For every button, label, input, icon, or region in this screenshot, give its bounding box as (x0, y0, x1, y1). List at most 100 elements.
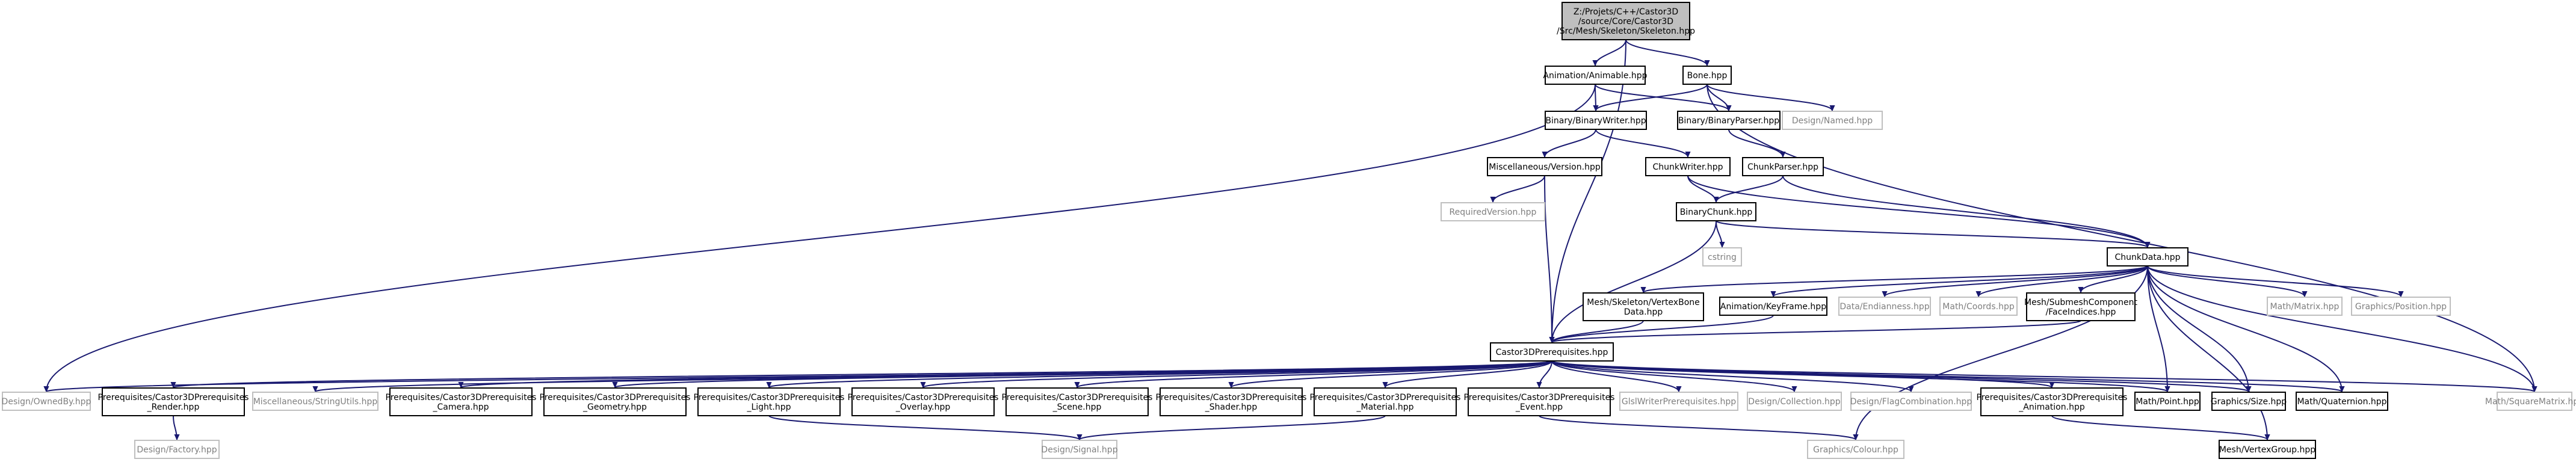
edge-line (1728, 129, 1783, 157)
node-label: /source/Core/Castor3D (1578, 17, 1673, 26)
edge-binwriter-to-version (1545, 129, 1596, 157)
node-binwriter[interactable]: Binary/BinaryWriter.hpp (1545, 111, 1647, 130)
edge-line (1551, 360, 1679, 392)
node-vertexgroup[interactable]: Mesh/VertexGroup.hpp (2219, 440, 2316, 459)
node-label: Graphics/Position.hpp (2355, 302, 2447, 312)
node-chunkdata[interactable]: ChunkData.hpp (2107, 247, 2188, 266)
node-box (1441, 202, 1545, 221)
node-endianness: Data/Endianness.hpp (1838, 297, 1931, 316)
node-quaternion[interactable]: Math/Quaternion.hpp (2296, 392, 2388, 411)
node-root[interactable]: Z:/Projets/C++/Castor3D/source/Core/Cast… (1557, 2, 1695, 40)
node-prereq[interactable]: Castor3DPrerequisites.hpp (1490, 342, 1614, 362)
node-label: _Light.hpp (746, 402, 791, 412)
node-box (1676, 202, 1756, 221)
node-label: _Shader.hpp (1205, 402, 1258, 412)
node-bone[interactable]: Bone.hpp (1682, 66, 1732, 85)
edge-line (2147, 265, 2249, 392)
node-label: Prerequisites/Castor3DPrerequisites (694, 393, 845, 402)
edge-line (1773, 265, 2148, 297)
node-version[interactable]: Miscellaneous/Version.hpp (1487, 157, 1602, 176)
edge-line (1539, 360, 1552, 387)
node-box (1702, 247, 1742, 266)
node-box (1545, 66, 1646, 85)
node-label: Math/Matrix.hpp (2270, 302, 2340, 312)
node-collection: Design/Collection.hpp (1747, 392, 1842, 411)
edge-binchunk-to-cstring (1716, 220, 1722, 247)
node-label: _Geometry.hpp (582, 402, 647, 412)
node-size[interactable]: Graphics/Size.hpp (2211, 392, 2287, 411)
node-label: _Overlay.hpp (895, 402, 951, 412)
node-label: Design/Factory.hpp (137, 445, 217, 455)
edge-line (1539, 415, 1856, 440)
edge-root-to-prereq (1552, 39, 1626, 342)
edge-keyframe-to-prereq (1552, 315, 1774, 342)
edge-bone-to-named (1707, 84, 1832, 111)
node-label: Miscellaneous/StringUtils.hpp (253, 397, 378, 407)
edge-prereq-to-flagcomb (1551, 360, 1911, 392)
node-label: /FaceIndices.hpp (2046, 307, 2116, 317)
edge-line (1687, 175, 2148, 247)
edge-chunkdata-to-coords (1978, 265, 2148, 297)
node-chunkparser[interactable]: ChunkParser.hpp (1742, 157, 1824, 176)
node-overlay[interactable]: Prerequisites/Castor3DPrerequisites_Over… (848, 387, 999, 416)
node-scene[interactable]: Prerequisites/Castor3DPrerequisites_Scen… (1002, 387, 1153, 416)
node-factory: Design/Factory.hpp (134, 440, 220, 459)
edge-prereq-to-collection (1551, 360, 1794, 392)
edge-chunkdata-to-faceindices (2081, 265, 2148, 292)
edge-line (1707, 84, 1832, 111)
edge-version-to-reqversion (1493, 175, 1545, 202)
edge-light-to-signal (768, 415, 1080, 440)
node-box (1561, 2, 1690, 40)
edge-line (923, 360, 1552, 387)
node-box (1545, 111, 1647, 130)
edge-material-to-signal (1080, 415, 1386, 440)
edge-line (1552, 39, 1626, 342)
node-label: Design/OwnedBy.hpp (2, 397, 91, 407)
node-box (2, 392, 91, 411)
edge-line (768, 415, 1080, 440)
node-label: Bone.hpp (1687, 71, 1728, 81)
node-label: _Material.hpp (1356, 402, 1414, 412)
node-render[interactable]: Prerequisites/Castor3DPrerequisites_Rend… (98, 387, 249, 416)
edge-line (2147, 265, 2267, 440)
node-label: Mesh/Skeleton/VertexBone (1587, 298, 1700, 307)
node-label: Design/Signal.hpp (1041, 445, 1117, 455)
node-camera[interactable]: Prerequisites/Castor3DPrerequisites_Came… (386, 387, 537, 416)
node-point[interactable]: Math/Point.hpp (2134, 392, 2201, 411)
edge-line (173, 360, 1552, 387)
node-light[interactable]: Prerequisites/Castor3DPrerequisites_Ligh… (694, 387, 845, 416)
node-binchunk[interactable]: BinaryChunk.hpp (1676, 202, 1756, 221)
node-animation[interactable]: Prerequisites/Castor3DPrerequisites_Anim… (1977, 387, 2128, 416)
node-label: _Render.hpp (147, 402, 200, 412)
node-keyframe[interactable]: Animation/KeyFrame.hpp (1719, 297, 1827, 316)
node-box (697, 387, 841, 416)
node-animable[interactable]: Animation/Animable.hpp (1543, 66, 1648, 85)
node-colour: Graphics/Colour.hpp (1807, 440, 1904, 459)
node-label: Design/Collection.hpp (1748, 397, 1841, 407)
node-box (2296, 392, 2388, 411)
edge-prereq-to-ownedby (46, 360, 1552, 392)
edge-event-to-colour (1539, 415, 1856, 440)
node-shader[interactable]: Prerequisites/Castor3DPrerequisites_Shad… (1156, 387, 1307, 416)
node-label: Prerequisites/Castor3DPrerequisites (1002, 393, 1153, 402)
node-box (252, 392, 378, 411)
edge-line (1707, 84, 2534, 392)
node-label: RequiredVersion.hpp (1450, 208, 1537, 217)
node-material[interactable]: Prerequisites/Castor3DPrerequisites_Mate… (1310, 387, 1461, 416)
node-label: cstring (1708, 253, 1737, 262)
node-box (1583, 292, 1704, 321)
node-ownedby: Design/OwnedBy.hpp (2, 392, 91, 411)
node-box (2107, 247, 2188, 266)
node-event[interactable]: Prerequisites/Castor3DPrerequisites_Even… (1464, 387, 1615, 416)
node-box (2134, 392, 2201, 411)
node-chunkwriter[interactable]: ChunkWriter.hpp (1645, 157, 1731, 176)
edge-prereq-to-overlay (923, 360, 1552, 387)
node-box (1747, 392, 1842, 411)
node-label: Binary/BinaryWriter.hpp (1545, 116, 1646, 126)
edge-line (2051, 415, 2267, 440)
node-binparser[interactable]: Binary/BinaryParser.hpp (1677, 111, 1781, 130)
node-faceindices[interactable]: Mesh/SubmeshComponent/FaceIndices.hpp (2024, 292, 2137, 321)
node-geometry[interactable]: Prerequisites/Castor3DPrerequisites_Geom… (540, 387, 691, 416)
node-coords: Math/Coords.hpp (1939, 297, 2018, 316)
